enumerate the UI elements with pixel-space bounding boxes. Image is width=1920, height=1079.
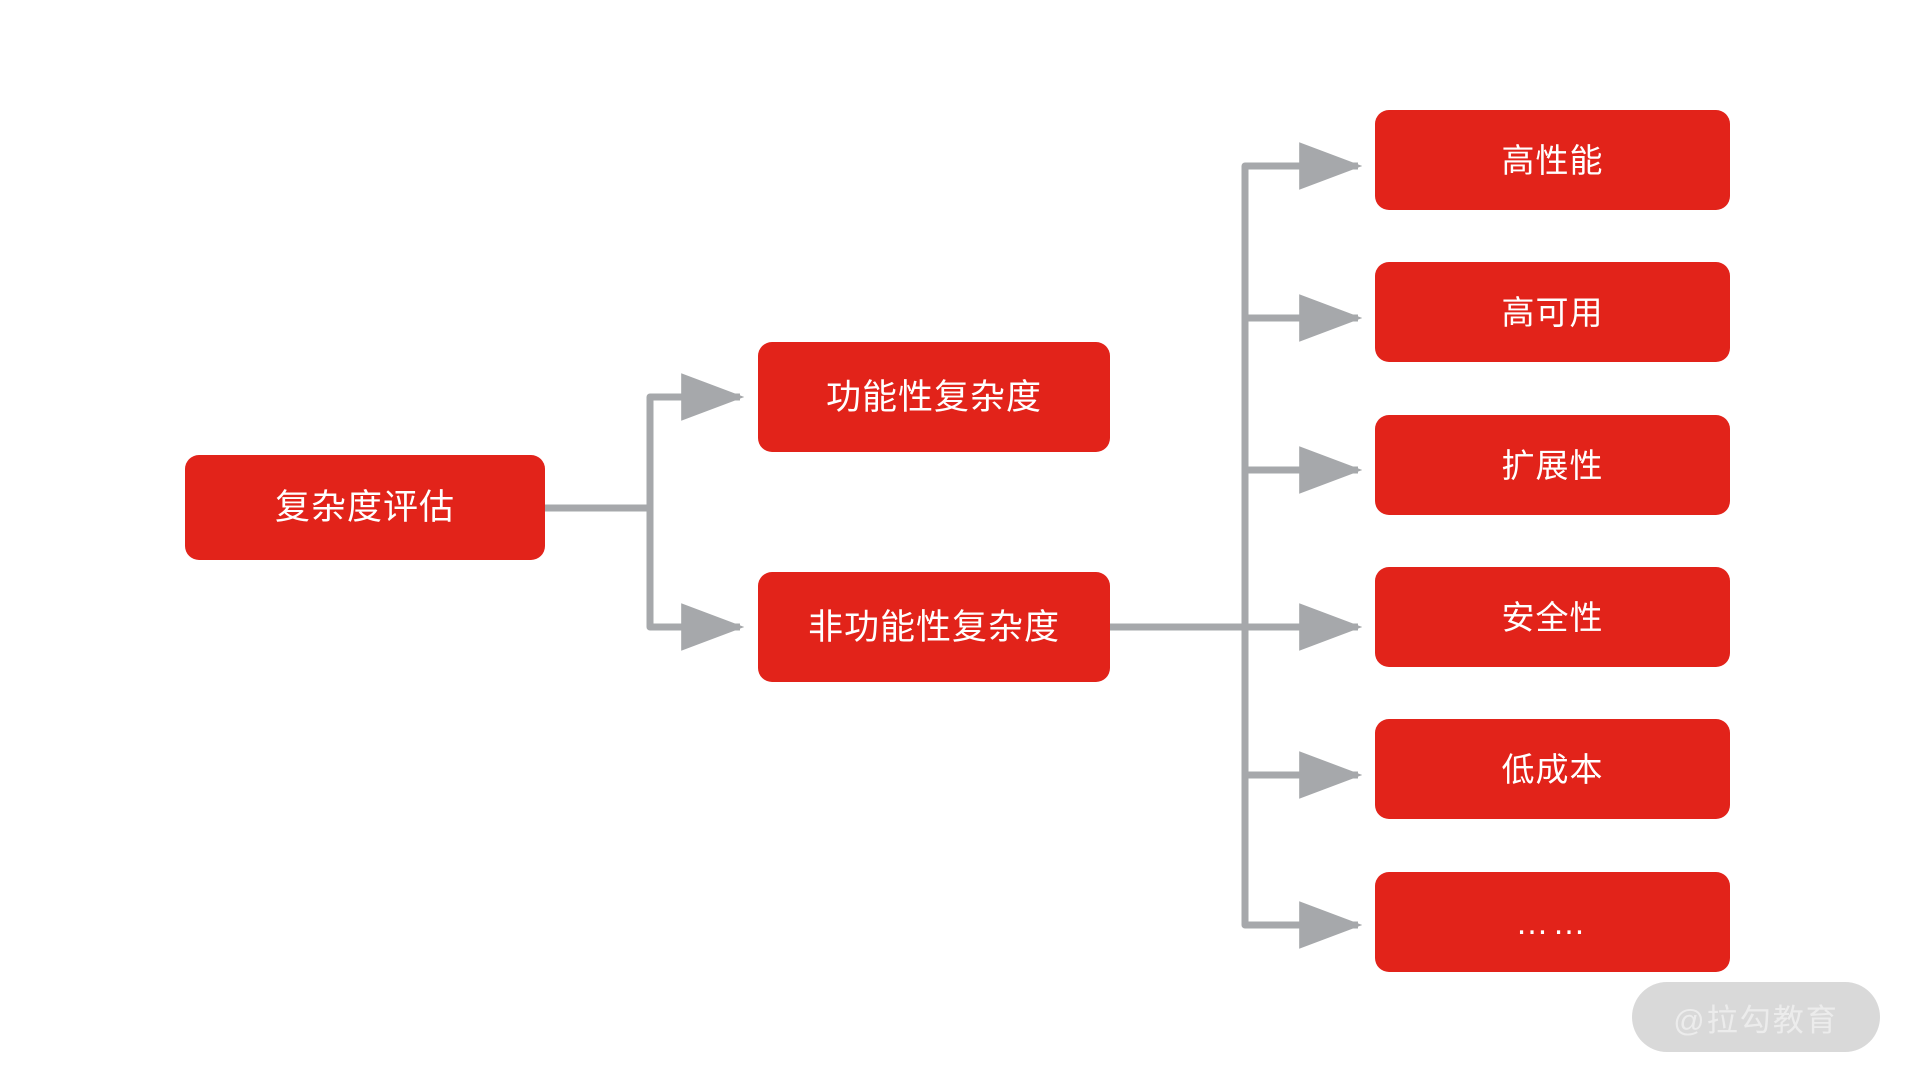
watermark-label: @拉勾教育: [1632, 982, 1880, 1052]
connector-root-to-level2: [545, 373, 745, 651]
node-leaf-high-availability[interactable]: 高可用: [1375, 262, 1730, 362]
node-leaf-scalability[interactable]: 扩展性: [1375, 415, 1730, 515]
node-leaf-ellipsis[interactable]: ……: [1375, 872, 1730, 972]
node-root-complexity-assessment[interactable]: 复杂度评估: [185, 455, 545, 560]
node-leaf-security[interactable]: 安全性: [1375, 567, 1730, 667]
node-leaf-low-cost[interactable]: 低成本: [1375, 719, 1730, 819]
node-leaf-high-performance[interactable]: 高性能: [1375, 110, 1730, 210]
node-nonfunctional-complexity[interactable]: 非功能性复杂度: [758, 572, 1110, 682]
node-functional-complexity[interactable]: 功能性复杂度: [758, 342, 1110, 452]
connector-level2-to-leaves: [1110, 142, 1363, 949]
